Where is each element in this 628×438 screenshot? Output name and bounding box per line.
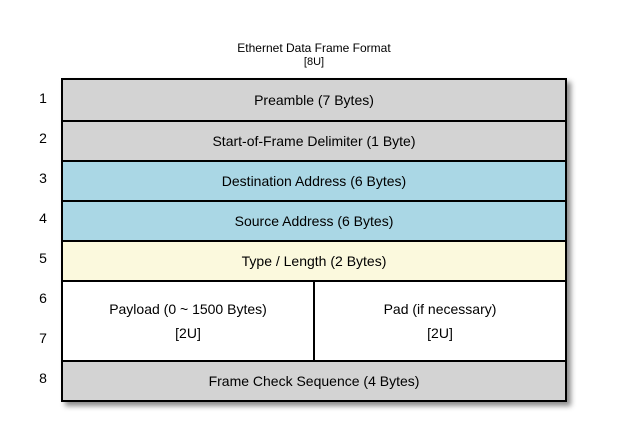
field-destination-label: Destination Address (6 Bytes) [221,172,407,189]
field-destination-address: Destination Address (6 Bytes) [63,160,565,200]
unit-number-6: 6 [39,290,47,306]
field-frame-check-sequence: Frame Check Sequence (4 Bytes) [63,360,565,400]
diagram-title: Ethernet Data Frame Format [237,41,391,55]
field-pad: Pad (if necessary) [2U] [313,282,565,360]
field-payload-units: [2U] [175,324,201,341]
field-type-length: Type / Length (2 Bytes) [63,240,565,280]
field-payload: Payload (0 ~ 1500 Bytes) [2U] [63,282,313,360]
field-source-address: Source Address (6 Bytes) [63,200,565,240]
unit-number-3: 3 [39,170,47,186]
field-payload-pad-row: Payload (0 ~ 1500 Bytes) [2U] Pad (if ne… [63,280,565,360]
field-payload-label: Payload (0 ~ 1500 Bytes) [109,300,267,317]
unit-number-8: 8 [39,370,47,386]
unit-number-5: 5 [39,250,47,266]
field-fcs-label: Frame Check Sequence (4 Bytes) [208,372,420,389]
ethernet-frame-table: Preamble (7 Bytes) Start-of-Frame Delimi… [61,78,567,402]
field-pad-units: [2U] [427,324,453,341]
unit-number-7: 7 [39,330,47,346]
field-pad-label: Pad (if necessary) [383,300,497,317]
field-preamble-label: Preamble (7 Bytes) [254,91,374,108]
field-start-of-frame-delimiter: Start-of-Frame Delimiter (1 Byte) [63,120,565,160]
unit-number-4: 4 [39,210,47,226]
diagram-subtitle: [8U] [303,56,325,68]
diagram-heading: Ethernet Data Frame Format [8U] [61,41,567,69]
field-sfd-label: Start-of-Frame Delimiter (1 Byte) [212,132,416,149]
unit-number-column: 1 2 3 4 5 6 7 8 [31,78,55,398]
field-type-length-label: Type / Length (2 Bytes) [241,252,387,269]
unit-number-2: 2 [39,130,47,146]
field-source-label: Source Address (6 Bytes) [234,212,394,229]
unit-number-1: 1 [39,90,47,106]
field-preamble: Preamble (7 Bytes) [63,80,565,120]
